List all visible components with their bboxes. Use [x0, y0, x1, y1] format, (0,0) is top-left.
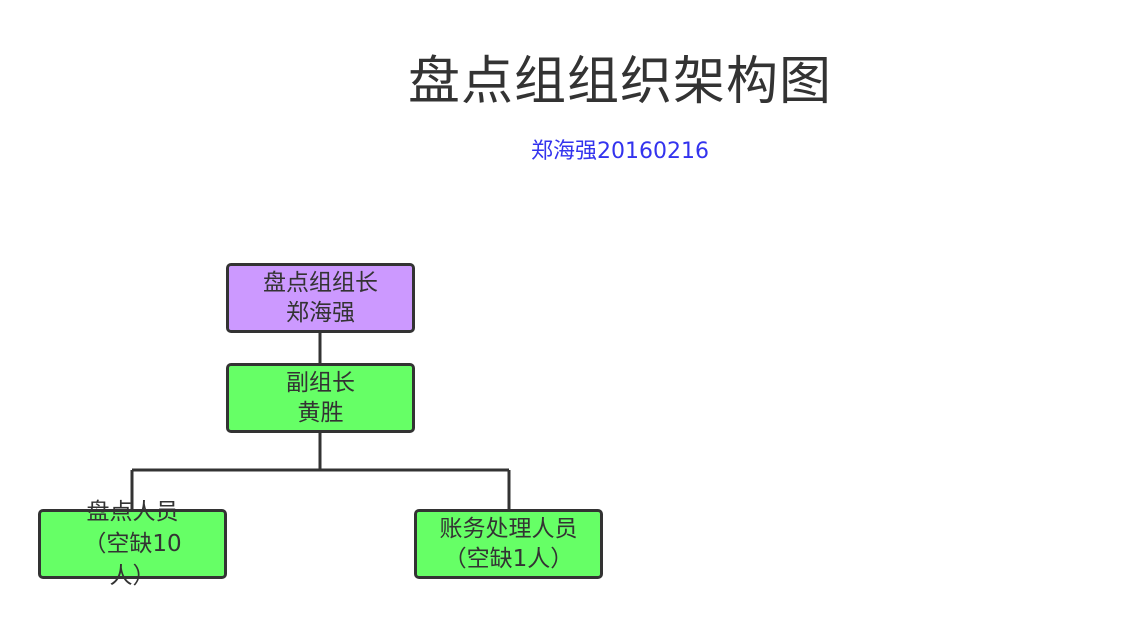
node-counting-staff-vacancy-end: 人） — [109, 563, 156, 589]
node-group-leader-name: 郑海强 — [286, 300, 355, 326]
diagram-title: 盘点组组织架构图 — [407, 52, 832, 112]
node-deputy-leader[interactable]: 副组长 黄胜 — [226, 363, 415, 433]
node-accounting-staff-role: 账务处理人员 — [439, 516, 578, 542]
node-counting-staff[interactable]: 盘点人员 （空缺10 人） — [38, 499, 227, 589]
node-deputy-leader-role: 副组长 — [286, 370, 355, 396]
node-counting-staff-role: 盘点人员 — [86, 499, 179, 525]
node-group-leader[interactable]: 盘点组组长 郑海强 — [226, 263, 415, 333]
node-accounting-staff-vacancy: （空缺1人） — [443, 546, 574, 572]
node-deputy-leader-name: 黄胜 — [297, 400, 344, 426]
diagram-subtitle: 郑海强20160216 — [531, 139, 709, 164]
node-group-leader-role: 盘点组组长 — [263, 270, 378, 296]
node-counting-staff-vacancy: （空缺10 — [83, 531, 182, 557]
node-accounting-staff[interactable]: 账务处理人员 （空缺1人） — [414, 509, 603, 579]
